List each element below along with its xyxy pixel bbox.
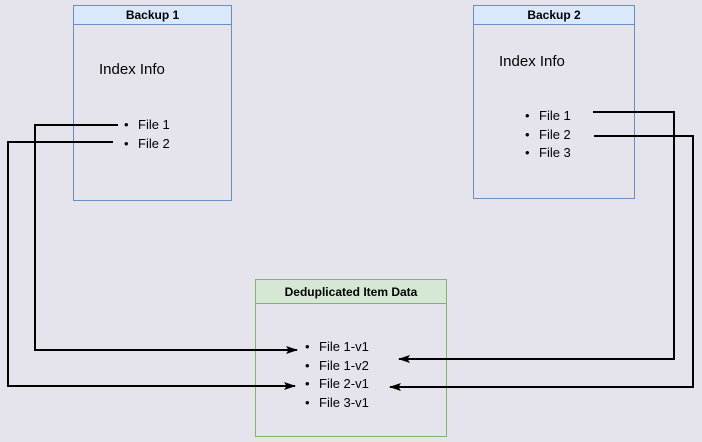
- dedup-title: Deduplicated Item Data: [256, 280, 446, 304]
- dedup-node: Deduplicated Item Data File 1-v1 File 1-…: [255, 279, 447, 437]
- backup2-node: Backup 2 Index Info File 1 File 2 File 3: [473, 5, 635, 199]
- backup1-file-2: File 2: [138, 135, 170, 151]
- bullet-icon: [525, 126, 539, 145]
- bullet-icon: [305, 357, 319, 376]
- backup1-title: Backup 1: [74, 6, 231, 25]
- dedup-item-4: File 3-v1: [319, 394, 369, 410]
- list-item: File 3: [525, 144, 571, 163]
- list-item: File 2: [124, 135, 170, 154]
- bullet-icon: [124, 116, 138, 135]
- dedup-item-3: File 2-v1: [319, 376, 369, 391]
- dedup-item-2: File 1-v2: [319, 357, 369, 373]
- dedup-item-list: File 1-v1 File 1-v2 File 2-v1 File 3-v1: [305, 338, 369, 412]
- backup1-file-list: File 1 File 2: [124, 116, 170, 153]
- backup2-file-list: File 1 File 2 File 3: [525, 107, 571, 163]
- backup1-file-1: File 1: [138, 117, 170, 132]
- bullet-icon: [525, 144, 539, 163]
- bullet-icon: [124, 135, 138, 154]
- bullet-icon: [305, 338, 319, 357]
- list-item: File 1: [124, 116, 170, 135]
- list-item: File 1: [525, 107, 571, 126]
- list-item: File 2-v1: [305, 375, 369, 394]
- backup2-file-3: File 3: [539, 145, 571, 160]
- list-item: File 1-v2: [305, 357, 369, 376]
- dedup-item-1: File 1-v1: [319, 339, 369, 354]
- list-item: File 2: [525, 126, 571, 145]
- backup2-title: Backup 2: [474, 6, 634, 25]
- backup2-index-info-label: Index Info: [499, 53, 565, 70]
- list-item: File 3-v1: [305, 394, 369, 413]
- bullet-icon: [305, 375, 319, 394]
- bullet-icon: [525, 107, 539, 126]
- backup2-file-1: File 1: [539, 108, 571, 123]
- list-item: File 1-v1: [305, 338, 369, 357]
- bullet-icon: [305, 394, 319, 413]
- backup2-file-2: File 2: [539, 126, 571, 142]
- backup1-node: Backup 1 Index Info File 1 File 2: [73, 5, 232, 201]
- backup1-index-info-label: Index Info: [99, 61, 165, 78]
